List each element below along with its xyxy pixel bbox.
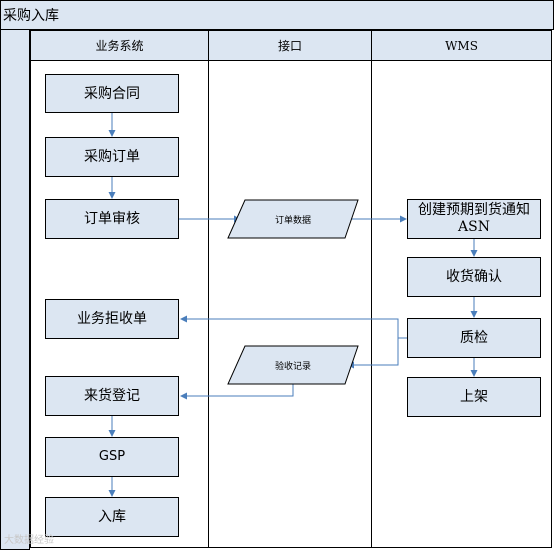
watermark: 大数据经验 bbox=[4, 535, 54, 546]
node-create-asn-line2: ASN bbox=[458, 219, 490, 235]
node-qc: 质检 bbox=[407, 318, 541, 358]
diagram-title: 采购入库 bbox=[3, 8, 59, 24]
lane-body-wms bbox=[371, 61, 552, 548]
node-putaway: 上架 bbox=[407, 377, 541, 417]
node-inbound: 入库 bbox=[45, 497, 179, 537]
node-inspection-record-label: 验收记录 bbox=[274, 361, 311, 372]
data-shape-order-data bbox=[227, 199, 359, 239]
edge-qc-to-reject bbox=[180, 315, 407, 339]
lane-body-interface bbox=[208, 61, 372, 548]
node-reject-receipt: 业务拒收单 bbox=[45, 299, 179, 339]
node-purchase-order: 采购订单 bbox=[45, 137, 179, 177]
edge-qc-to-inspection bbox=[347, 337, 407, 369]
node-create-asn: 创建预期到货通知 ASN bbox=[407, 199, 541, 239]
node-receipt-confirm: 收货确认 bbox=[407, 257, 541, 297]
edge-inspection-to-arrival bbox=[180, 384, 294, 400]
lane-header-interface: 接口 bbox=[208, 30, 372, 61]
diagram-title-band bbox=[0, 0, 554, 30]
node-create-asn-line1: 创建预期到货通知 bbox=[418, 202, 530, 218]
node-arrival-register: 来货登记 bbox=[45, 376, 179, 416]
lane-header-wms: WMS bbox=[371, 30, 552, 61]
data-shape-inspection-record bbox=[227, 345, 359, 385]
node-purchase-contract: 采购合同 bbox=[45, 74, 179, 113]
node-order-data-label: 订单数据 bbox=[274, 215, 311, 226]
node-gsp: GSP bbox=[45, 437, 179, 477]
swimlane-left-rail bbox=[0, 30, 30, 550]
node-order-review: 订单审核 bbox=[45, 199, 179, 239]
